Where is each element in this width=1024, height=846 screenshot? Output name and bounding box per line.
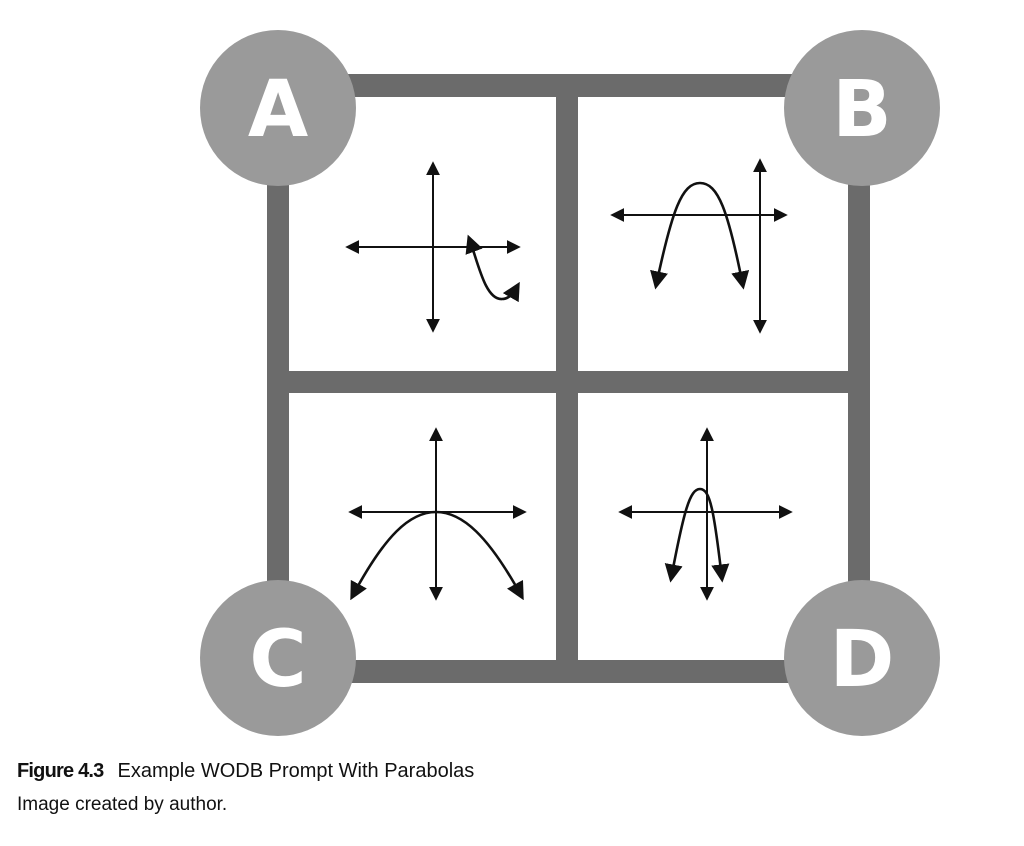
figure-credit: Image created by author. — [17, 794, 228, 815]
panel-a-graph — [345, 161, 521, 333]
panel-d-graph — [618, 427, 793, 601]
parabola-curve — [465, 234, 520, 303]
figure-number: Figure 4.3 — [17, 760, 104, 782]
badge-b: B — [784, 30, 940, 186]
parabola-curve — [650, 181, 750, 290]
badge-a: A — [200, 30, 356, 186]
badge-label: C — [249, 615, 306, 705]
figure-title: Example WODB Prompt With Parabolas — [117, 760, 475, 782]
grid-frame — [267, 74, 870, 683]
badge-label: B — [832, 65, 891, 155]
panel-b-graph — [610, 158, 788, 334]
badge-c: C — [200, 580, 356, 736]
badge-label: A — [248, 65, 308, 155]
figure-caption: Figure 4.3 Example WODB Prompt With Parab… — [17, 760, 474, 783]
badge-d: D — [784, 580, 940, 736]
panel-c-graph — [348, 427, 527, 601]
frame-middle-horizontal — [267, 371, 870, 393]
parabola-curve — [350, 510, 524, 601]
parabola-curve — [664, 487, 730, 583]
badge-label: D — [830, 615, 895, 705]
